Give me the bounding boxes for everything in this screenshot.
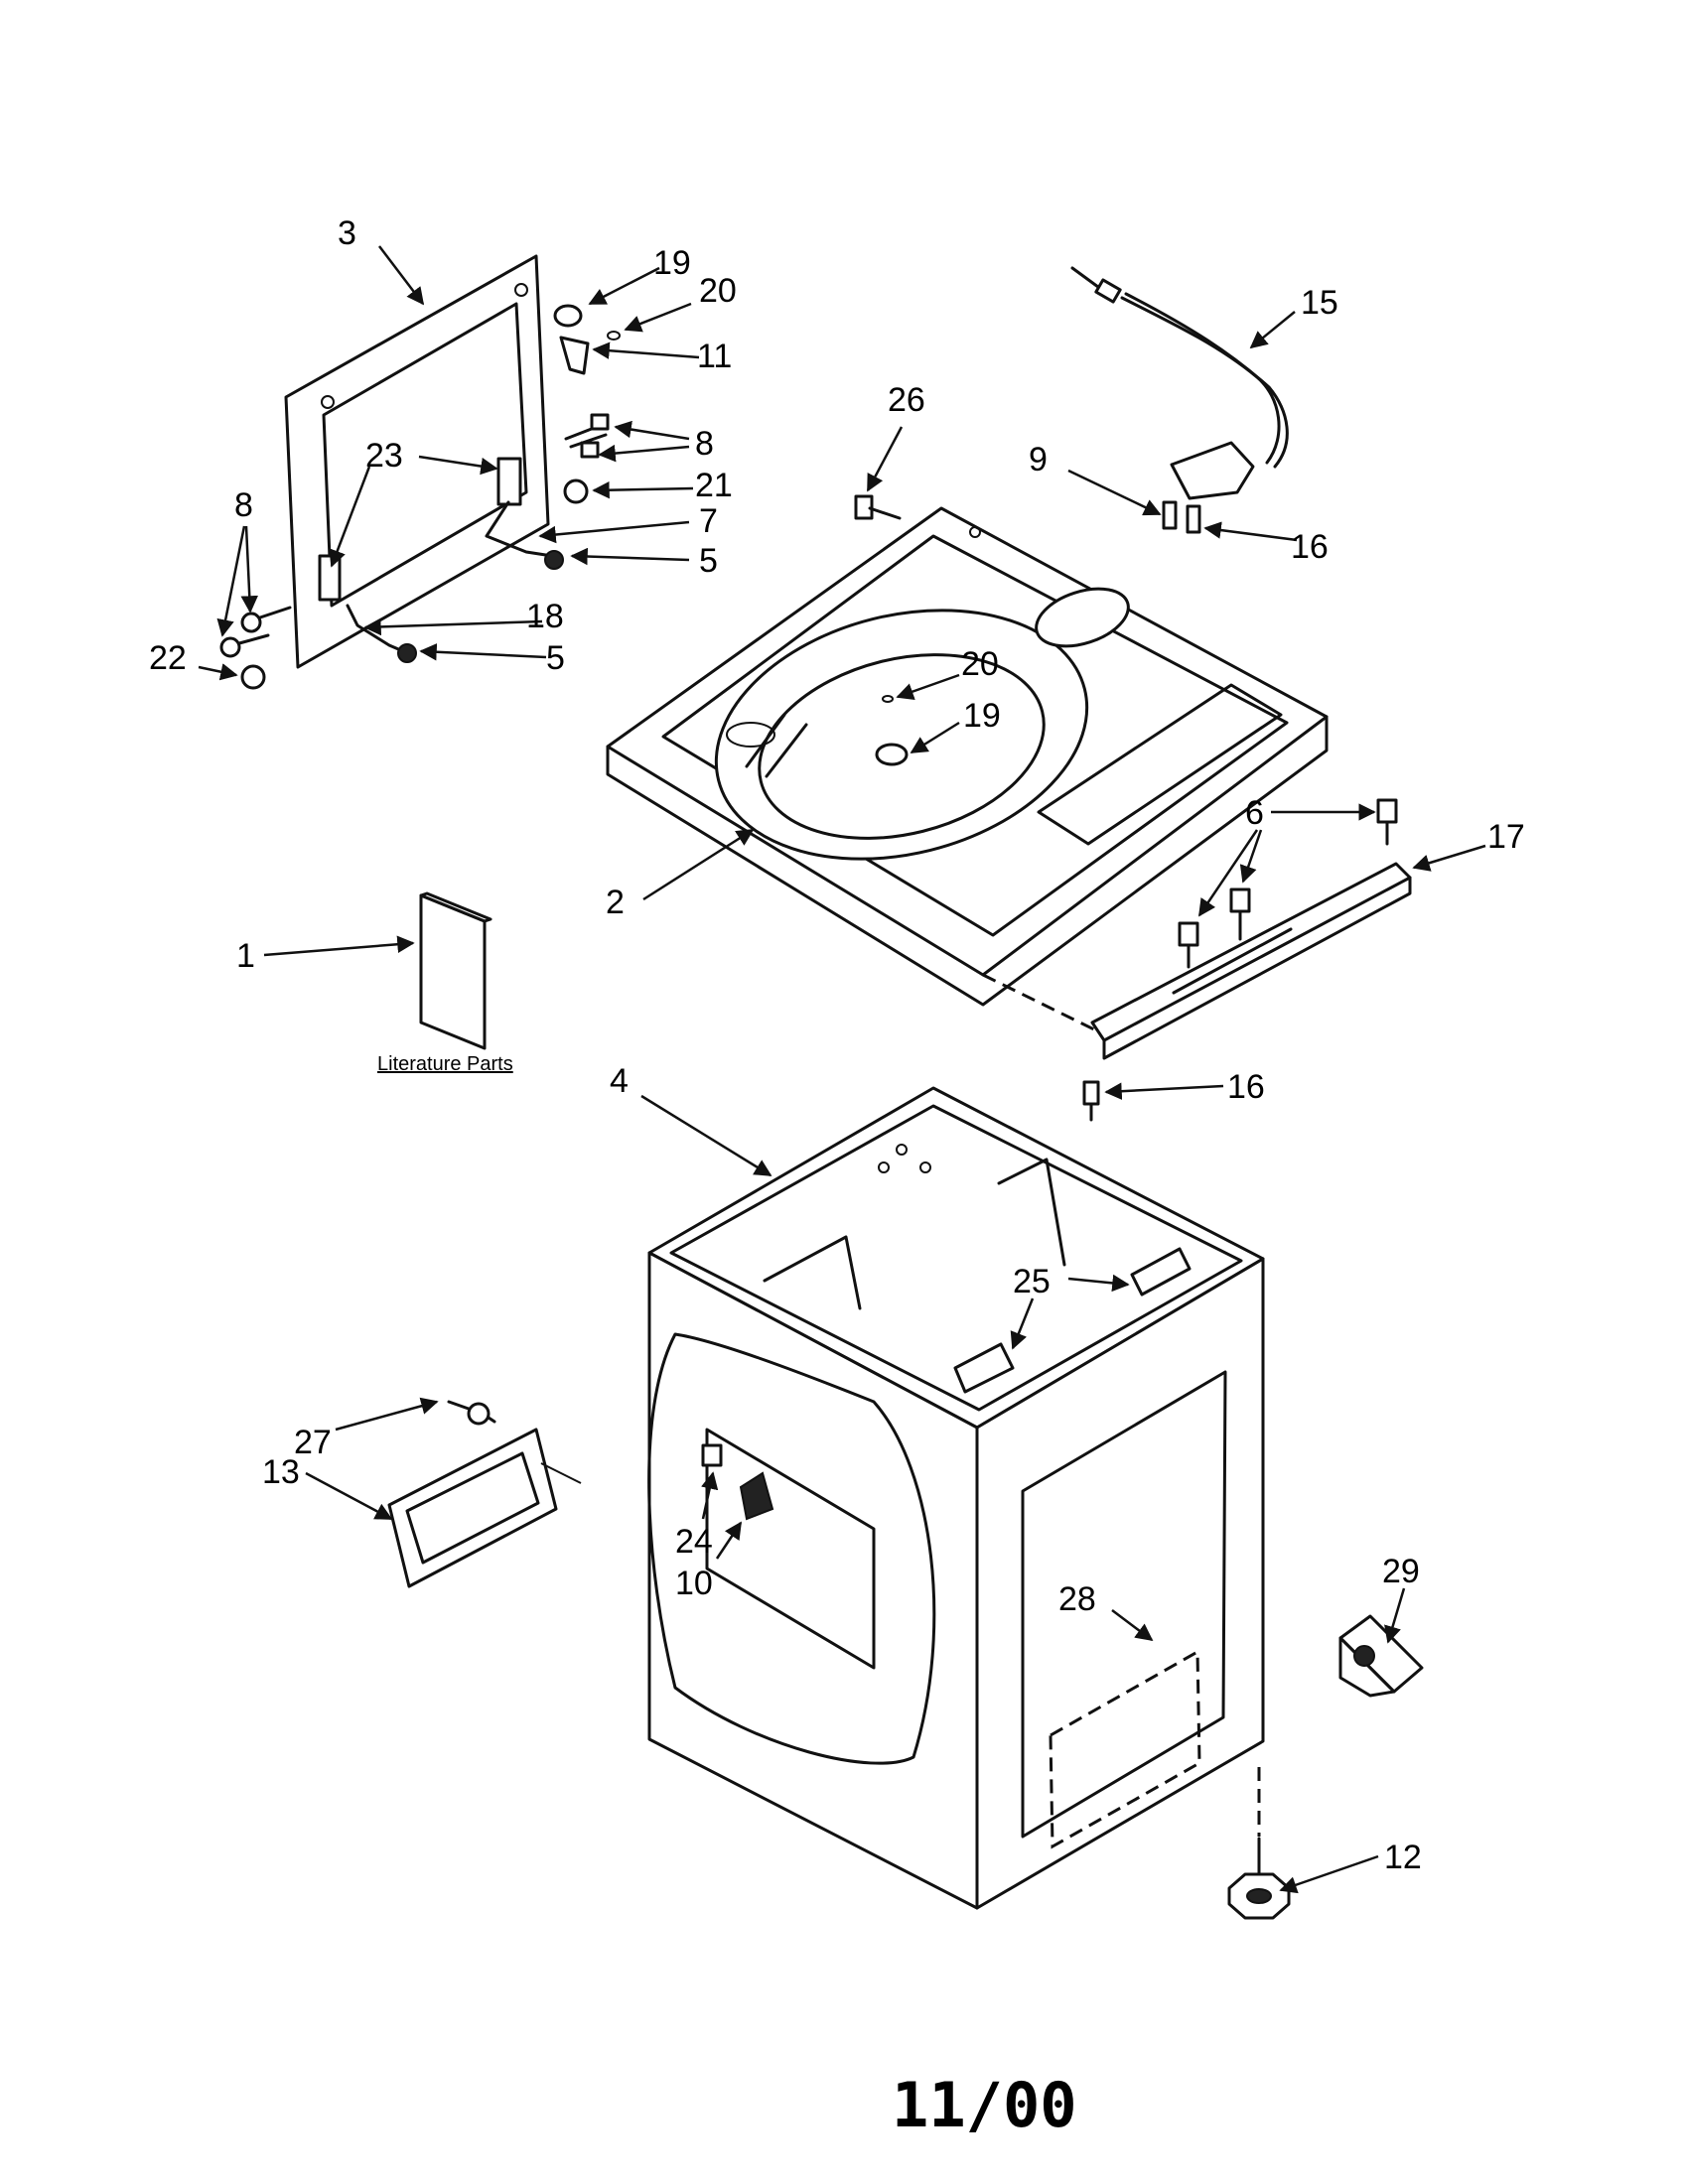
label-10: 10	[675, 1565, 713, 1602]
label-4: 4	[610, 1062, 629, 1100]
label-17: 17	[1487, 818, 1525, 856]
label-20b: 20	[961, 645, 999, 683]
label-3: 3	[338, 214, 356, 252]
literature-parts-label: Literature Parts	[377, 1053, 513, 1075]
label-21: 21	[695, 467, 733, 504]
label-22: 22	[149, 639, 187, 677]
label-24: 24	[675, 1523, 713, 1561]
callout-labels: 3 19 20 11 8 23 21 7 5 8 18 5 22 26 15 9…	[149, 214, 1525, 2141]
label-25: 25	[1013, 1263, 1051, 1300]
label-18: 18	[526, 598, 564, 635]
footer-code: 11/00	[892, 2069, 1077, 2141]
screw-26-part	[854, 494, 902, 520]
label-28: 28	[1058, 1580, 1096, 1618]
label-1: 1	[236, 937, 255, 975]
label-19b: 19	[963, 697, 1001, 735]
screw-16-part	[1082, 1080, 1100, 1122]
bracket-29-part	[1338, 1614, 1424, 1698]
label-5a: 5	[699, 542, 718, 580]
leveling-leg-part	[1227, 1837, 1291, 1920]
label-12: 12	[1384, 1839, 1422, 1876]
label-2: 2	[606, 884, 625, 921]
literature-part	[419, 891, 492, 1050]
label-16a: 16	[1291, 528, 1329, 566]
bracket-17-part	[982, 798, 1412, 1060]
label-6: 6	[1245, 794, 1264, 832]
lid-switch-harness-part	[1070, 266, 1289, 534]
label-13: 13	[262, 1453, 300, 1491]
label-27: 27	[294, 1424, 332, 1461]
label-26: 26	[888, 381, 925, 419]
top-cover-part	[606, 506, 1329, 1007]
label-19a: 19	[653, 244, 691, 282]
label-23: 23	[365, 437, 403, 475]
label-15: 15	[1301, 284, 1338, 322]
label-8a: 8	[234, 486, 253, 524]
cabinet-part	[647, 1086, 1265, 1910]
label-7: 7	[699, 502, 718, 540]
label-11: 11	[697, 338, 732, 375]
label-5b: 5	[546, 639, 565, 677]
label-20a: 20	[699, 272, 737, 310]
label-9: 9	[1029, 441, 1048, 478]
leader-arrows	[198, 245, 1486, 1894]
label-8b: 8	[695, 425, 714, 463]
label-16b: 16	[1227, 1068, 1265, 1106]
label-29: 29	[1382, 1553, 1420, 1590]
plate-13-part	[387, 1400, 582, 1588]
